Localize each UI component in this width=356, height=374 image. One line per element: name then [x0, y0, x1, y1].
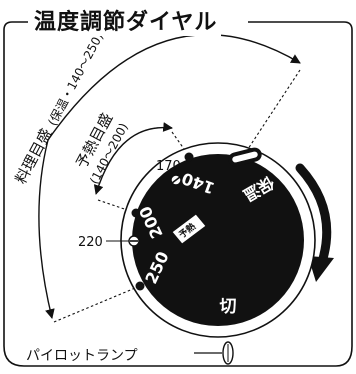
pilot-lamp-label: パイロットランプ [26, 345, 138, 365]
tick-marker-220 [128, 235, 140, 247]
outer-scale-note: (保温・140〜250) [45, 30, 106, 128]
outer-scale-arc [38, 34, 301, 319]
page-title: 温度調節ダイヤル [30, 4, 222, 36]
dial-label-off: 切 [220, 297, 237, 317]
frame-border [3, 21, 353, 367]
rotation-arrowhead [308, 256, 334, 282]
inner-scale-caption: 予熱目盛 (140〜200) [72, 110, 131, 186]
rotation-arrow [295, 163, 332, 267]
preheat-badge: 予熱 [171, 213, 207, 245]
dotted-guides [53, 69, 301, 323]
scale-dots [131, 152, 194, 291]
outer-scale-label: 料理目盛 [12, 125, 56, 186]
side-number-220: 220 [78, 235, 103, 250]
dial-pointer [228, 147, 262, 167]
side-number-170: 170 [156, 159, 181, 174]
inner-scale-arc [93, 122, 173, 195]
tick-marker-170 [170, 174, 182, 186]
outer-scale-caption: 料理目盛 (保温・140〜250) [12, 30, 106, 186]
dial-body [132, 154, 304, 326]
